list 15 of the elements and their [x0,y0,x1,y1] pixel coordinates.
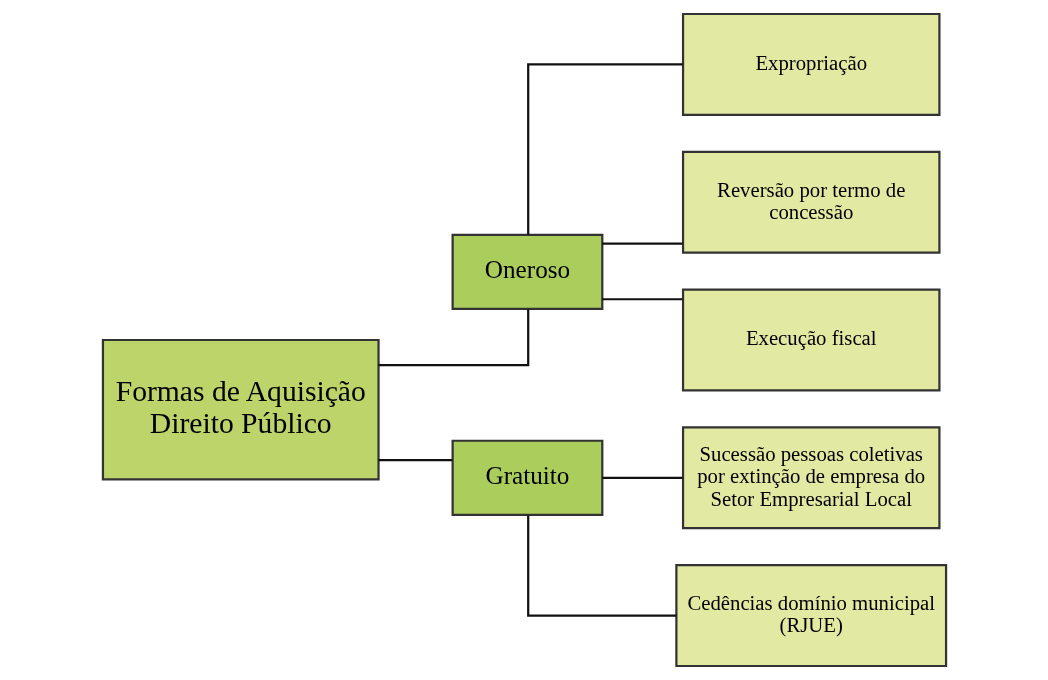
node-box: Oneroso [451,233,603,310]
connector [601,476,683,479]
connector [526,515,676,617]
connector [378,458,452,462]
node-box: Reversão por termo de concessão [681,150,940,254]
node-box: Expropriação [681,12,940,116]
node-box: Gratuito [451,439,603,516]
node-box: Execução fiscal [681,288,940,392]
connector [378,309,529,367]
connector [601,242,683,245]
node-box: Formas de Aquisição Direito Público [101,338,380,481]
connector [601,298,683,301]
connector [526,63,683,235]
node-box: Sucessão pessoas coletivas por extinção de empresa do Setor Empresarial Local [681,426,940,530]
node-box: Cedências domínio municipal (RJUE) [674,564,947,668]
